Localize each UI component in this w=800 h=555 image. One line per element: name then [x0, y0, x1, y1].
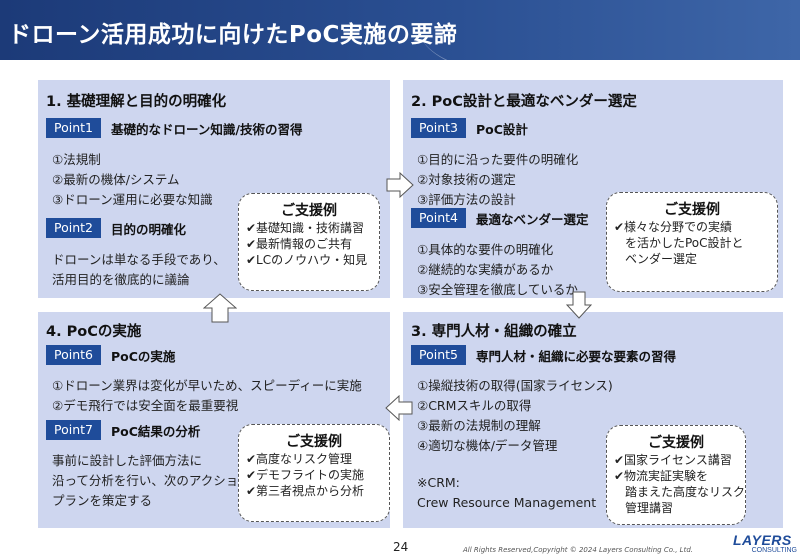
support-item: ✔国家ライセンス講習	[614, 453, 732, 467]
note-line: ※CRM:	[417, 475, 460, 490]
support-item: を活かしたPoC設計と	[625, 236, 744, 250]
point-badge: Point5	[411, 345, 466, 365]
logo-text: LAYERS	[733, 532, 792, 548]
point2-row: Point2 目的の明確化	[46, 218, 186, 238]
panel-poc-design: 2. PoC設計と最適なベンダー選定 Point3 PoC設計 ①目的に沿った要…	[403, 80, 783, 298]
support-item: ✔様々な分野での実績	[614, 220, 733, 234]
point-title: 目的の明確化	[111, 221, 187, 237]
support-item: ✔第三者視点から分析	[246, 484, 365, 498]
support-box: ご支援例 ✔基礎知識・技術講習 ✔最新情報のご共有 ✔LCのノウハウ・知見	[238, 193, 380, 291]
text-line: プランを策定する	[52, 493, 153, 508]
point-title: PoC設計	[476, 121, 528, 137]
point6-row: Point6 PoCの実施	[46, 345, 175, 365]
panel-heading: 3. 専門人材・組織の確立	[411, 324, 577, 340]
support-title: ご支援例	[281, 203, 337, 219]
support-item: ✔物流実証実験を	[614, 469, 709, 483]
list-item: ③安全管理を徹底しているか	[417, 282, 578, 297]
point-title: 基礎的なドローン知識/技術の習得	[111, 121, 303, 137]
panel-basic-understanding: 1. 基礎理解と目的の明確化 Point1 基礎的なドローン知識/技術の習得 ①…	[38, 80, 390, 298]
list-item: ②対象技術の選定	[417, 172, 516, 187]
list-item: ④適切な機体/データ管理	[417, 438, 558, 453]
copyright-text: All Rights Reserved,Copyright © 2024 Lay…	[463, 546, 693, 554]
list-item: ②CRMスキルの取得	[417, 398, 532, 413]
company-logo: LAYERS CONSULTING	[733, 533, 797, 555]
panel-poc-execution: 4. PoCの実施 Point6 PoCの実施 ①ドローン業界は変化が早いため、…	[38, 312, 390, 528]
support-box: ご支援例 ✔高度なリスク管理 ✔デモフライトの実施 ✔第三者視点から分析	[238, 424, 390, 522]
support-box: ご支援例 ✔国家ライセンス講習 ✔物流実証実験を 踏まえた高度なリスク 管理講習	[606, 425, 746, 525]
point-title: PoCの実施	[111, 348, 176, 364]
point3-row: Point3 PoC設計	[411, 118, 528, 138]
arrow-left-icon	[385, 395, 413, 421]
page-number: 24	[393, 540, 409, 554]
point5-row: Point5 専門人材・組織に必要な要素の習得	[411, 345, 676, 365]
text-line: 事前に設計した評価方法に	[52, 453, 203, 468]
list-item: ③最新の法規制の理解	[417, 418, 541, 433]
list-item: ②デモ飛行では安全面を最重要視	[52, 398, 239, 413]
point1-row: Point1 基礎的なドローン知識/技術の習得	[46, 118, 302, 138]
support-item: ✔高度なリスク管理	[246, 452, 353, 466]
point7-row: Point7 PoC結果の分析	[46, 420, 200, 440]
list-item: ③評価方法の設計	[417, 192, 516, 207]
support-item: ✔LCのノウハウ・知見	[246, 253, 368, 267]
text-line: 沿って分析を行い、次のアクション	[52, 473, 251, 488]
support-item: ✔デモフライトの実施	[246, 468, 365, 482]
arrow-right-icon	[386, 172, 414, 198]
text-line: ドローンは単なる手段であり、	[52, 252, 226, 267]
page-title: ドローン活用成功に向けたPoC実施の要諦	[8, 22, 458, 48]
point-badge: Point3	[411, 118, 466, 138]
panel-specialist-organization: 3. 専門人材・組織の確立 Point5 専門人材・組織に必要な要素の習得 ①操…	[403, 312, 783, 528]
point-title: 最適なベンダー選定	[476, 211, 589, 227]
list-item: ②継続的な実績があるか	[417, 262, 554, 277]
support-item: 踏まえた高度なリスク	[625, 485, 746, 499]
title-bar: ドローン活用成功に向けたPoC実施の要諦	[0, 0, 800, 92]
note-line: Crew Resource Management	[417, 495, 597, 510]
panel-heading: 4. PoCの実施	[46, 324, 142, 340]
point-title: 専門人材・組織に必要な要素の習得	[476, 348, 677, 364]
support-box: ご支援例 ✔様々な分野での実績 を活かしたPoC設計と ベンダー選定	[606, 192, 778, 292]
text-line: 活用目的を徹底的に議論	[52, 272, 190, 287]
panel-heading: 2. PoC設計と最適なベンダー選定	[411, 94, 637, 110]
support-title: ご支援例	[286, 434, 342, 450]
list-item: ①操縦技術の取得(国家ライセンス)	[417, 378, 613, 393]
arrow-down-icon	[566, 291, 592, 319]
point-badge: Point2	[46, 218, 101, 238]
arrow-up-icon	[203, 293, 237, 323]
support-item: ✔基礎知識・技術講習	[246, 221, 365, 235]
point4-row: Point4 最適なベンダー選定	[411, 208, 589, 228]
support-title: ご支援例	[664, 202, 720, 218]
panel-heading: 1. 基礎理解と目的の明確化	[46, 94, 227, 110]
point-badge: Point6	[46, 345, 101, 365]
support-item: ベンダー選定	[625, 252, 698, 266]
list-item: ①目的に沿った要件の明確化	[417, 152, 579, 167]
point-badge: Point7	[46, 420, 101, 440]
list-item: ①具体的な要件の明確化	[417, 242, 554, 257]
list-item: ①法規制	[52, 152, 101, 167]
support-item: ✔最新情報のご共有	[246, 237, 353, 251]
list-item: ③ドローン運用に必要な知識	[52, 192, 213, 207]
list-item: ①ドローン業界は変化が早いため、スピーディーに実施	[52, 378, 362, 393]
support-item: 管理講習	[625, 501, 674, 515]
point-badge: Point1	[46, 118, 101, 138]
list-item: ②最新の機体/システム	[52, 172, 180, 187]
logo-subtext: CONSULTING	[751, 547, 797, 554]
title-bar-decoration	[420, 0, 800, 92]
support-title: ご支援例	[648, 435, 704, 451]
point-title: PoC結果の分析	[111, 423, 201, 439]
point-badge: Point4	[411, 208, 466, 228]
